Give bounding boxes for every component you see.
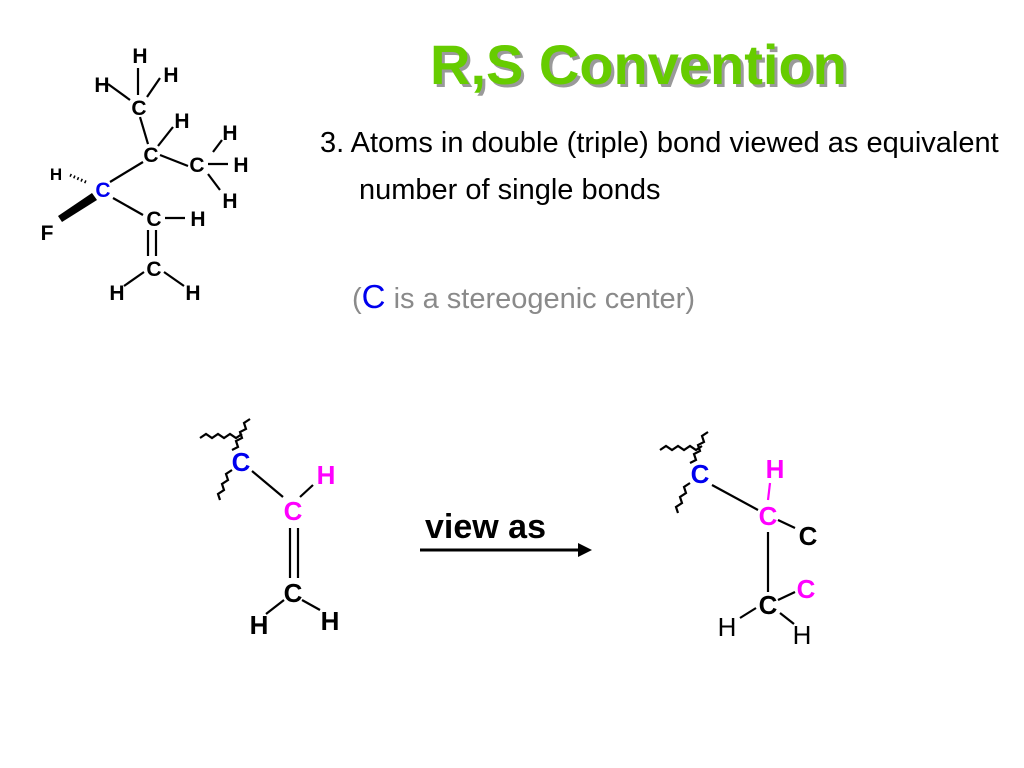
stereocenter-carbon: C bbox=[95, 179, 110, 202]
center-hydrogen: H bbox=[766, 454, 785, 484]
bond-stereocenter-vinyl bbox=[251, 470, 284, 498]
atom-h: H bbox=[94, 74, 109, 97]
atom-h: H bbox=[222, 122, 237, 145]
bond-stereocenter-c4 bbox=[112, 197, 144, 216]
bond-c5-h-left bbox=[123, 271, 145, 287]
bond-c2-c3 bbox=[159, 153, 189, 168]
bond-c1-h-left bbox=[107, 83, 131, 101]
atom-h: H bbox=[163, 64, 178, 87]
atom-c: C bbox=[131, 97, 146, 120]
center-carbon: C bbox=[759, 501, 778, 531]
atom-c: C bbox=[143, 144, 158, 167]
bond-c5-h-right bbox=[163, 271, 185, 287]
atom-f: F bbox=[41, 222, 54, 245]
wedge-bond-f bbox=[58, 193, 97, 222]
squiggle-bond bbox=[674, 482, 691, 514]
duplicate-carbon-highlight: C bbox=[797, 574, 816, 604]
squiggle-bond bbox=[231, 418, 251, 451]
bond-c1-c2 bbox=[138, 116, 150, 145]
squiggle-bond bbox=[199, 432, 243, 440]
bond-stereocenter-center-c bbox=[711, 484, 759, 511]
note-open-paren: ( bbox=[352, 283, 362, 315]
terminal-carbon: C bbox=[284, 578, 303, 608]
atom-c: C bbox=[189, 154, 204, 177]
squiggle-bond bbox=[689, 431, 709, 464]
terminal-carbon: C bbox=[759, 590, 778, 620]
atom-h: H bbox=[109, 282, 124, 305]
stereocenter-carbon: C bbox=[232, 447, 251, 477]
bond-c2-h bbox=[157, 126, 174, 147]
squiggle-bond bbox=[216, 469, 233, 501]
vinyl-fragment-bonds bbox=[199, 418, 321, 615]
bond-c3-h-bottom bbox=[207, 173, 221, 191]
duplicate-carbon: C bbox=[799, 521, 818, 551]
bond-vinyl-h bbox=[299, 484, 314, 498]
stereocenter-carbon: C bbox=[691, 459, 710, 489]
view-as-arrowhead bbox=[578, 543, 592, 557]
atom-h: H bbox=[50, 165, 62, 184]
atom-h: H bbox=[321, 606, 340, 636]
atom-h: H bbox=[250, 610, 269, 640]
slide-title: R,S Convention bbox=[430, 33, 847, 96]
atom-h: H bbox=[718, 612, 737, 642]
bond-c3-h-top bbox=[212, 139, 223, 153]
atom-h: H bbox=[174, 110, 189, 133]
vinyl-hydrogen: H bbox=[317, 460, 336, 490]
bond-terminal-h-left bbox=[265, 599, 285, 615]
atom-c: C bbox=[146, 208, 161, 231]
atom-h: H bbox=[132, 45, 147, 68]
note-text: is a stereogenic center) bbox=[385, 283, 695, 315]
bond-terminal-h-right bbox=[301, 599, 321, 611]
atom-h: H bbox=[233, 154, 248, 177]
atom-h: H bbox=[190, 208, 205, 231]
bond-terminal-h-left bbox=[739, 607, 757, 619]
atom-c: C bbox=[146, 258, 161, 281]
bond-terminal-c-dup-c bbox=[777, 591, 796, 601]
top-molecule-bonds bbox=[69, 68, 228, 287]
bond-center-c-dup-c bbox=[777, 519, 796, 529]
bullet-point-3: 3. Atoms in double (triple) bond viewed … bbox=[320, 127, 999, 206]
bond-c2-stereocenter bbox=[109, 161, 144, 183]
atom-h: H bbox=[222, 190, 237, 213]
bond-terminal-h-right bbox=[779, 612, 795, 625]
bond-center-c-h bbox=[766, 482, 772, 501]
hashed-bond-h bbox=[69, 173, 89, 185]
vinyl-carbon: C bbox=[284, 496, 303, 526]
bond-c1-h-right bbox=[146, 77, 161, 98]
view-as-label: view as bbox=[425, 508, 546, 546]
equivalent-fragment-bonds bbox=[659, 431, 796, 625]
note-carbon-symbol: C bbox=[361, 278, 386, 315]
atom-h: H bbox=[185, 282, 200, 305]
atom-h: H bbox=[793, 620, 812, 650]
squiggle-bond bbox=[659, 444, 703, 452]
stereocenter-note: (C is a stereogenic center) bbox=[352, 278, 695, 316]
